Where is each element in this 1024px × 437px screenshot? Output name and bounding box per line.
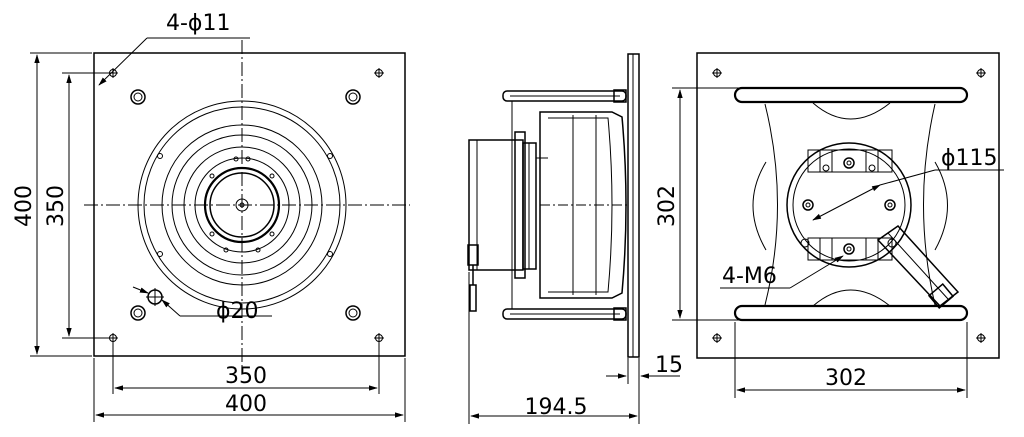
side-motor: [468, 131, 548, 279]
side-impeller: [539, 111, 630, 299]
depth-label: 194.5: [525, 395, 588, 420]
rear-cable-gland: [876, 225, 960, 309]
overall-height-label: 400: [12, 185, 37, 227]
front-view: 4-ϕ11 ϕ20 400 350 350 400: [12, 11, 410, 422]
motor-diameter-callout-label: ϕ115: [941, 146, 998, 171]
rear-view: ϕ115 4-M6 302 302: [655, 52, 1004, 398]
screw-head-top-right: [345, 89, 361, 105]
mounting-hole-bottom-right: [374, 333, 384, 343]
rear-motor-body: [786, 142, 912, 268]
center-hole-callout-label: ϕ20: [216, 299, 259, 324]
side-top-rail: [502, 89, 627, 103]
fan-outer-ring: [137, 100, 347, 310]
mounting-hole-top-right: [374, 68, 384, 78]
overall-width-label: 400: [225, 392, 267, 417]
center-hole-feature: [146, 288, 164, 306]
fan-hub-ring: [203, 166, 281, 244]
screw-head-top-left: [130, 89, 146, 105]
rear-mounting-holes: [712, 68, 986, 343]
rear-plate-outline: [696, 52, 1000, 359]
side-bottom-rail: [502, 307, 627, 321]
hole-spacing-height-label: 350: [44, 185, 69, 227]
hole-callout-label: 4-ϕ11: [166, 11, 230, 36]
mount-spacing-width-label: 302: [825, 366, 867, 391]
thread-callout-label: 4-M6: [722, 264, 777, 289]
screw-head-bottom-right: [345, 305, 361, 321]
screw-head-bottom-left: [130, 305, 146, 321]
rear-motor-bolts: [800, 157, 897, 255]
rear-top-bar: [733, 86, 969, 104]
hole-spacing-width-label: 350: [225, 364, 267, 389]
rear-bottom-bar: [733, 304, 969, 322]
mount-spacing-height-label: 302: [655, 185, 680, 227]
side-cable: [467, 244, 479, 312]
side-view: 194.5 15: [467, 53, 683, 424]
flange-thickness-label: 15: [655, 353, 683, 378]
